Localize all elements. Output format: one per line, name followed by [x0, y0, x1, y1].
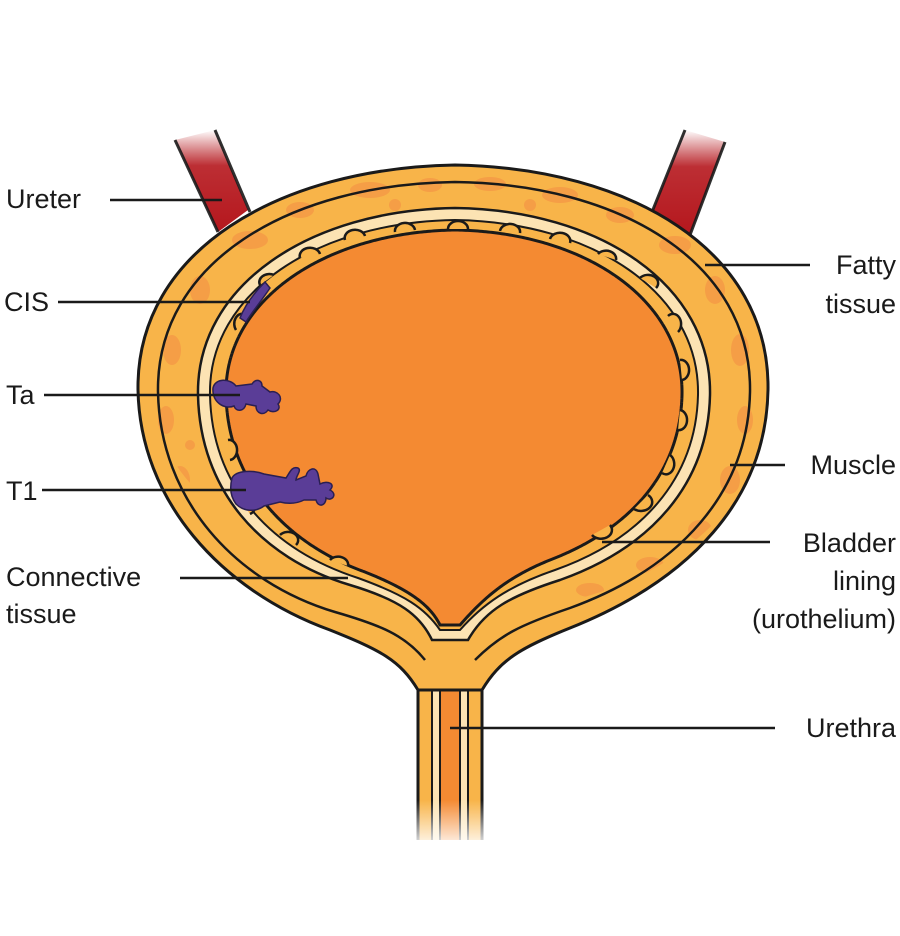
label-connective-tissue-2: tissue [6, 599, 77, 629]
label-bladder-lining-2: lining [832, 566, 896, 596]
muscle-layer-outline [156, 180, 752, 661]
label-bladder-lining-1: Bladder [802, 528, 896, 558]
bladder-cavity [224, 228, 684, 627]
label-fatty-tissue-1: Fatty [835, 250, 896, 280]
label-muscle: Muscle [810, 450, 896, 480]
label-connective-tissue-1: Connective [6, 562, 142, 592]
ureter-left [173, 129, 252, 233]
ureter-right [650, 129, 727, 236]
label-t1: T1 [6, 476, 38, 506]
label-cis: CIS [4, 287, 50, 317]
label-bladder-lining-3: (urothelium) [751, 604, 896, 634]
label-ta: Ta [6, 380, 35, 410]
urothelium-bumps [227, 219, 691, 567]
label-urethra: Urethra [805, 713, 896, 743]
tumour-ta [212, 379, 282, 415]
label-fatty-tissue-2: tissue [825, 289, 896, 319]
label-ureter: Ureter [6, 184, 82, 214]
leader-lines [42, 198, 810, 730]
tumour-t1 [230, 466, 335, 511]
tumour-cis [239, 280, 271, 324]
